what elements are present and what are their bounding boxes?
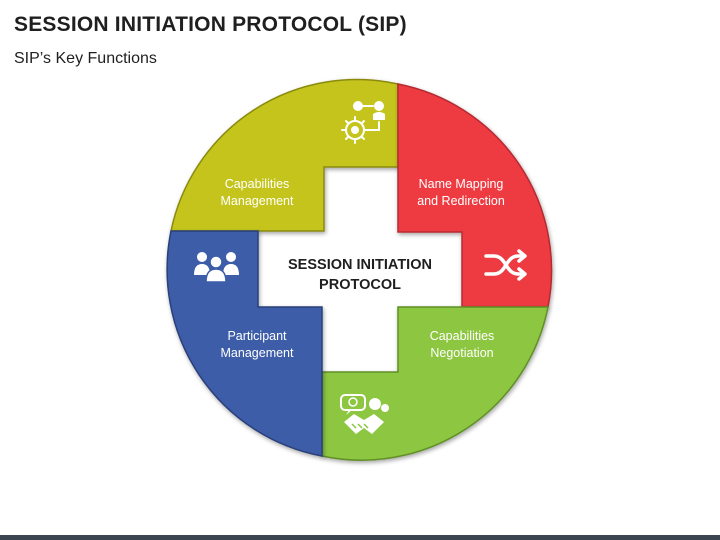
segment-capabilities-management — [170, 78, 399, 232]
people-group-icon — [194, 252, 239, 283]
label-name-mapping-2: and Redirection — [417, 194, 505, 208]
shuffle-icon — [484, 249, 527, 281]
center-label-line1: SESSION INITIATION — [288, 257, 432, 273]
label-capabilities-negotiation-2: Negotiation — [430, 346, 493, 360]
label-participant-management-2: Management — [221, 346, 294, 360]
page-subtitle: SIP’s Key Functions — [14, 50, 157, 67]
handshake-icon — [340, 394, 389, 434]
bottom-bar — [0, 535, 720, 540]
gear-network-icon — [341, 101, 385, 144]
label-capabilities-management-2: Management — [221, 194, 294, 208]
label-capabilities-negotiation-1: Capabilities — [430, 329, 495, 343]
center-label-line2: PROTOCOL — [319, 277, 401, 293]
page-title: SESSION INITIATION PROTOCOL (SIP) — [14, 13, 407, 36]
segment-name-mapping — [397, 83, 553, 308]
label-name-mapping-1: Name Mapping — [419, 177, 504, 191]
segment-participant-management — [166, 230, 323, 457]
label-participant-management-1: Participant — [227, 329, 287, 343]
label-capabilities-management-1: Capabilities — [225, 177, 290, 191]
